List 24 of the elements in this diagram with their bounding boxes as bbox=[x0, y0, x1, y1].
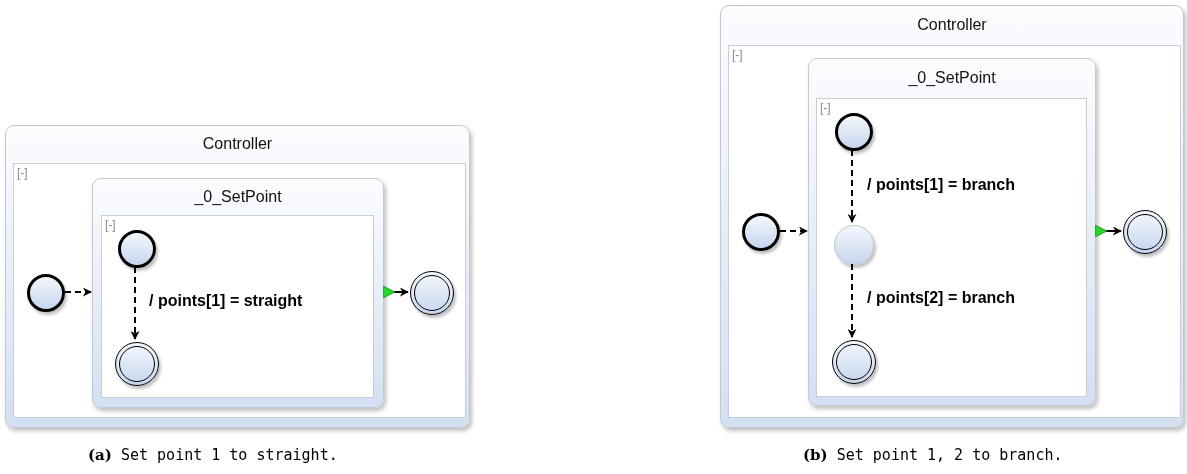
region-toggle-label: [-] bbox=[17, 166, 28, 180]
state-box bbox=[5, 125, 470, 428]
transition-arrow bbox=[64, 287, 92, 297]
transition-arrow bbox=[382, 285, 409, 299]
region-toggle-label: [-] bbox=[732, 48, 743, 62]
state-box bbox=[808, 58, 1096, 406]
figure-caption: (a) Set point 1 to straight. bbox=[88, 446, 338, 464]
transition-arrow bbox=[130, 266, 140, 340]
transition-arrow bbox=[847, 149, 857, 223]
transition-arrow bbox=[847, 263, 857, 338]
state-name: Controller bbox=[201, 135, 274, 153]
transition-label: / points[1] = straight bbox=[147, 292, 305, 310]
state-name: _0_SetPoint bbox=[193, 187, 283, 206]
region-toggle-label: [-] bbox=[820, 101, 831, 115]
figure-caption: (b) Set point 1, 2 to branch. bbox=[803, 446, 1063, 464]
region-toggle-label: [-] bbox=[105, 218, 116, 232]
state-box bbox=[720, 5, 1184, 428]
state-name: _0_SetPoint bbox=[907, 69, 997, 87]
transition-arrow bbox=[779, 226, 808, 236]
transition-arrow bbox=[1094, 224, 1122, 238]
transition-label: / points[1] = branch bbox=[865, 176, 1017, 194]
transition-label: / points[2] = branch bbox=[865, 289, 1017, 307]
state-box bbox=[92, 178, 384, 408]
state-name: Controller bbox=[916, 16, 988, 34]
